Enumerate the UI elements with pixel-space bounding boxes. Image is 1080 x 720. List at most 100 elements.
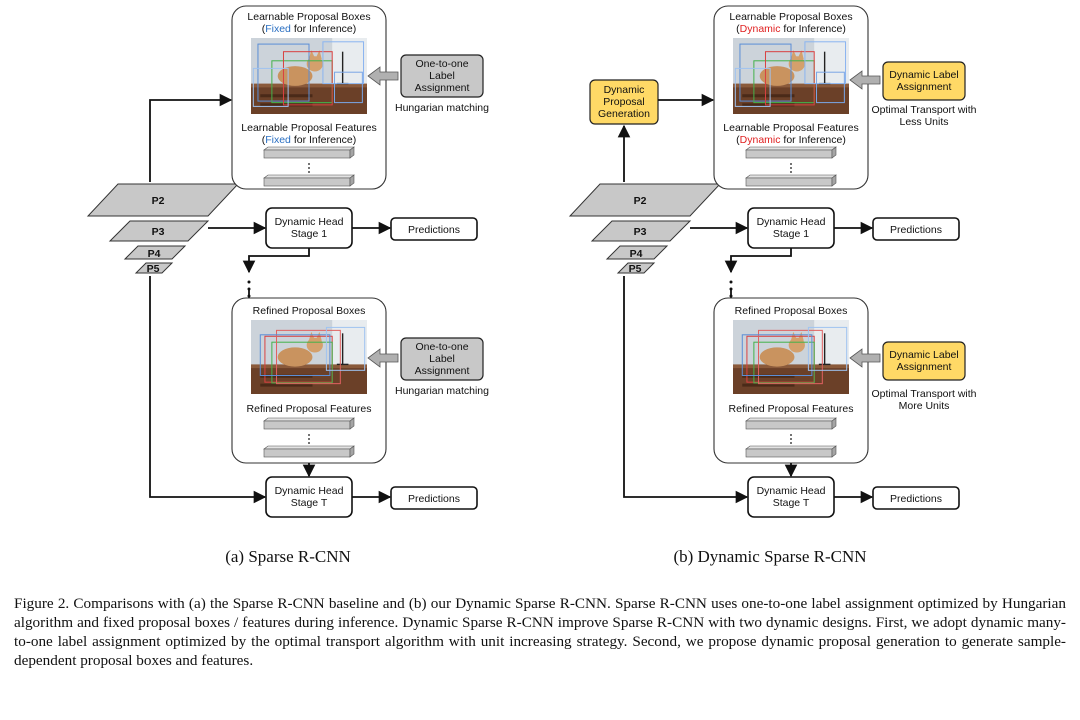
panel-subtitle: (a) Sparse R-CNN xyxy=(225,547,351,566)
pyramid-label: P5 xyxy=(629,263,642,275)
features-title: Learnable Proposal Features xyxy=(241,122,376,134)
ellipsis-dot xyxy=(729,280,733,284)
proposal-box xyxy=(282,51,333,106)
assignment-label: Assignment xyxy=(897,81,952,93)
pyramid-level-p3 xyxy=(590,220,692,242)
proposal-box xyxy=(816,71,845,104)
ellipsis-dot xyxy=(308,171,310,173)
arrow-stage1-down xyxy=(724,248,792,274)
head-label: Dynamic Head xyxy=(275,216,344,228)
cat-photo xyxy=(251,320,367,394)
matching-note: Hungarian matching xyxy=(395,385,489,397)
ellipsis-dot xyxy=(790,163,792,165)
boxes-title: Learnable Proposal Boxes xyxy=(729,11,852,23)
block-arrow-left-icon xyxy=(367,66,399,86)
block-arrow-left-icon xyxy=(849,70,881,90)
cat-photo xyxy=(733,38,849,114)
top-proposal-box: Learnable Proposal Boxes(Dynamic for Inf… xyxy=(713,5,869,190)
predictions-label: Predictions xyxy=(890,493,942,505)
assignment-label: Assignment xyxy=(415,82,470,94)
pyramid-label: P4 xyxy=(630,248,643,260)
pyramid-label: P2 xyxy=(152,195,165,207)
proposal-box xyxy=(734,67,771,107)
generation-label: Proposal xyxy=(603,96,644,108)
ellipsis-dot xyxy=(308,442,310,444)
pyramid-label: P4 xyxy=(148,248,161,260)
pyramid-label: P3 xyxy=(152,226,165,238)
proposal-box xyxy=(764,51,815,106)
proposal-box xyxy=(334,71,363,104)
refined-features-title: Refined Proposal Features xyxy=(247,403,372,415)
ellipsis-dot xyxy=(790,171,792,173)
head-label: Dynamic Head xyxy=(757,485,826,497)
proposal-box xyxy=(325,326,366,371)
figure-caption: Figure 2. Comparisons with (a) the Spars… xyxy=(14,595,1066,669)
assignment-label: Dynamic Label xyxy=(889,349,958,361)
predictions-label: Predictions xyxy=(408,224,460,236)
ellipsis-dot xyxy=(308,434,310,436)
ellipsis-dot xyxy=(790,442,792,444)
ellipsis-dot xyxy=(790,438,792,440)
refined-features-title: Refined Proposal Features xyxy=(729,403,854,415)
predictions-stage-1: Predictions xyxy=(872,217,960,241)
feature-bar xyxy=(745,445,837,458)
assignment-note: Optimal Transport with xyxy=(871,388,976,400)
proposal-box xyxy=(276,329,341,385)
pyramid-level-p3 xyxy=(108,220,210,242)
feature-bar xyxy=(745,417,837,430)
predictions-label: Predictions xyxy=(890,224,942,236)
ellipsis-dot xyxy=(308,167,310,169)
assignment-label: Assignment xyxy=(415,365,470,377)
head-label: Stage T xyxy=(291,497,328,509)
matching-note: Hungarian matching xyxy=(395,102,489,114)
features-inference-note: (Fixed for Inference) xyxy=(262,134,357,146)
pyramid-label: P2 xyxy=(634,195,647,207)
cat-photo xyxy=(733,320,849,394)
proposal-box xyxy=(322,41,365,85)
feature-bar xyxy=(745,146,837,159)
pyramid-level-p4 xyxy=(123,245,187,260)
proposal-box xyxy=(741,334,813,376)
ellipsis-dot xyxy=(790,434,792,436)
pyramid-level-p4 xyxy=(605,245,669,260)
predictions-stage-t: Predictions xyxy=(390,486,478,510)
features-title: Learnable Proposal Features xyxy=(723,122,858,134)
assignment-label: Dynamic Label xyxy=(889,69,958,81)
assignment-note: Less Units xyxy=(899,116,948,128)
generation-label: Dynamic xyxy=(604,84,645,96)
boxes-inference-note: (Fixed for Inference) xyxy=(262,23,357,35)
proposal-box xyxy=(271,341,333,384)
cat-photo xyxy=(251,38,367,114)
refined-boxes-title: Refined Proposal Boxes xyxy=(253,305,366,317)
arrow-pyramid-to-headT xyxy=(623,276,749,504)
predictions-label: Predictions xyxy=(408,493,460,505)
ellipsis-dot xyxy=(247,280,251,284)
top-proposal-box: Learnable Proposal Boxes(Fixed for Infer… xyxy=(231,5,387,190)
feature-bar xyxy=(263,445,355,458)
head-label: Stage 1 xyxy=(773,228,809,240)
block-arrow-left-icon xyxy=(367,348,399,368)
assignment-label: Label xyxy=(429,70,455,82)
assignment-note: More Units xyxy=(899,400,950,412)
pyramid-label: P3 xyxy=(634,226,647,238)
arrow-stage1-down xyxy=(242,248,310,274)
predictions-stage-1: Predictions xyxy=(390,217,478,241)
feature-bar xyxy=(263,146,355,159)
proposal-box xyxy=(753,341,815,384)
head-label: Dynamic Head xyxy=(757,216,826,228)
assignment-label: Assignment xyxy=(897,361,952,373)
feature-bar xyxy=(263,174,355,187)
